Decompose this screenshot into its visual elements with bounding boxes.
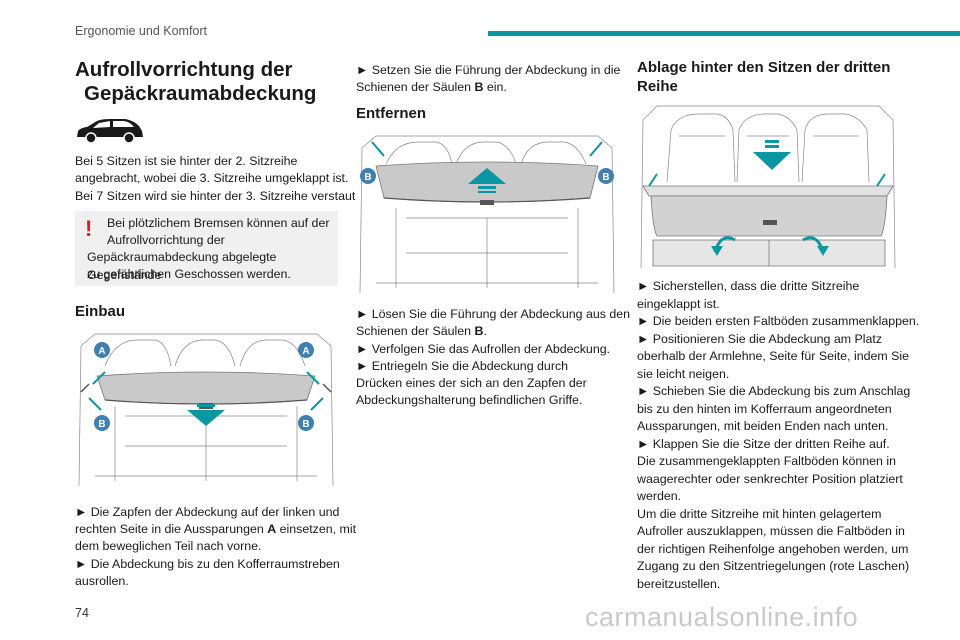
intro-line-1: Bei 5 Sitzen ist sie hinter der 2. Sitzr… — [75, 154, 298, 168]
storage-line-13: werden. — [637, 489, 682, 503]
remove-step1-line1: ► Lösen Sie die Führung der Abdeckung au… — [356, 307, 631, 321]
storage-line-3: ► Die beiden ersten Faltböden zusammenkl… — [637, 314, 920, 328]
install-step1-line1: ► Die Zapfen der Abdeckung auf der linke… — [75, 505, 340, 519]
remove-illustration: B B — [356, 128, 618, 300]
install-step3-line2: Schienen der Säulen B ein. — [356, 80, 507, 94]
storage-text-block: ► Sicherstellen, dass die dritte Sitzrei… — [637, 278, 919, 593]
intro-line-3: Bei 7 Sitzen wird sie hinter der 3. Sitz… — [75, 189, 359, 203]
warning-line-1: Bei plötzlichem Bremsen können auf der — [107, 216, 330, 230]
storage-line-6: sie leicht neigen. — [637, 366, 730, 381]
storage-line-7: ► Schieben Sie die Abdeckung bis zum Ans… — [637, 384, 911, 398]
storage-line-5: oberhalb der Armlehne, Seite für Seite, … — [637, 349, 910, 363]
storage-illustration — [637, 100, 899, 272]
storage-line-2: eingeklappt ist. — [637, 296, 720, 311]
storage-line-15: Aufroller auszuklappen, müssen die Faltb… — [637, 524, 905, 538]
storage-line-1: ► Sicherstellen, dass die dritte Sitzrei… — [637, 279, 860, 293]
warning-line-3: Gepäckraumabdeckung abgelegte Gegenständ… — [87, 250, 277, 282]
warning-box: ! Bei plötzlichem Bremsen können auf der… — [75, 211, 338, 286]
install-step3-line1: ► Setzen Sie die Führung der Abdeckung i… — [356, 63, 621, 77]
storage-line-16: der richtigen Reihenfolge angehoben werd… — [637, 541, 909, 556]
storage-line-8: bis zu den hinten im Kofferraum angeordn… — [637, 401, 892, 416]
warning-line-4: zu gefährlichen Geschossen werden. — [87, 267, 291, 281]
remove-heading: Entfernen — [356, 105, 427, 122]
callout-a-left: A — [98, 346, 105, 357]
remove-step2: ► Verfolgen Sie das Aufrollen der Abdeck… — [356, 342, 611, 356]
section-title-line2: Gepäckraumabdeckung — [84, 82, 317, 105]
remove-step3-line3: Abdeckungshalterung befindlichen Griffe. — [356, 393, 583, 407]
callout-b-left-remove: B — [364, 172, 371, 183]
install-step1-line2: rechten Seite in die Aussparungen A eins… — [75, 522, 357, 536]
section-title-line1: Aufrollvorrichtung der — [75, 58, 293, 81]
storage-line-18: bereitzustellen. — [637, 576, 721, 591]
remove-step3-line2: Drücken eines der sich an den Zapfen der — [356, 376, 587, 390]
storage-line-10: ► Klappen Sie die Sitze der dritten Reih… — [637, 436, 890, 451]
install-step2-line1: ► Die Abdeckung bis zu den Kofferraumstr… — [75, 557, 340, 571]
storage-line-4: ► Positionieren Sie die Abdeckung am Pla… — [637, 331, 883, 346]
remove-step1-line2: Schienen der Säulen B. — [356, 324, 487, 338]
install-heading: Einbau — [75, 303, 126, 320]
watermark: carmanualsonline.info — [585, 602, 859, 632]
running-header: Ergonomie und Komfort — [75, 24, 208, 38]
callout-b-left: B — [98, 419, 105, 430]
storage-line-11: Die zusammengeklappten Faltböden können … — [637, 454, 896, 468]
warning-line-2: Aufrollvorrichtung der — [107, 233, 225, 247]
intro-line-2: angebracht, wobei die 3. Sitzreihe umgek… — [75, 171, 349, 185]
callout-a-right: A — [302, 346, 309, 357]
install-step2-line2: ausrollen. — [75, 574, 129, 588]
car-silhouette-icon — [77, 119, 143, 144]
storage-line-17: Zugang zu den Sitzentriegelungen (rote L… — [637, 559, 910, 573]
header-accent-bar — [488, 31, 960, 36]
remove-step3-line1: ► Entriegeln Sie die Abdeckung durch — [356, 359, 569, 373]
callout-b-right-remove: B — [602, 172, 609, 183]
storage-line-12: waagerechter oder senkrechter Position p… — [637, 471, 903, 486]
page-number: 74 — [75, 606, 89, 620]
install-illustration: A A B B — [75, 326, 337, 496]
install-step1-line3: dem beweglichen Teil nach vorne. — [75, 539, 262, 553]
storage-heading-line1: Ablage hinter den Sitzen der dritten — [637, 59, 891, 76]
callout-b-right: B — [302, 419, 309, 430]
storage-heading-line2: Reihe — [637, 78, 678, 95]
warning-exclamation-icon: ! — [85, 216, 93, 241]
storage-line-14: Um die dritte Sitzreihe mit hinten gelag… — [637, 506, 882, 521]
storage-line-9: Aussparungen, mit beiden Enden nach unte… — [637, 419, 889, 433]
